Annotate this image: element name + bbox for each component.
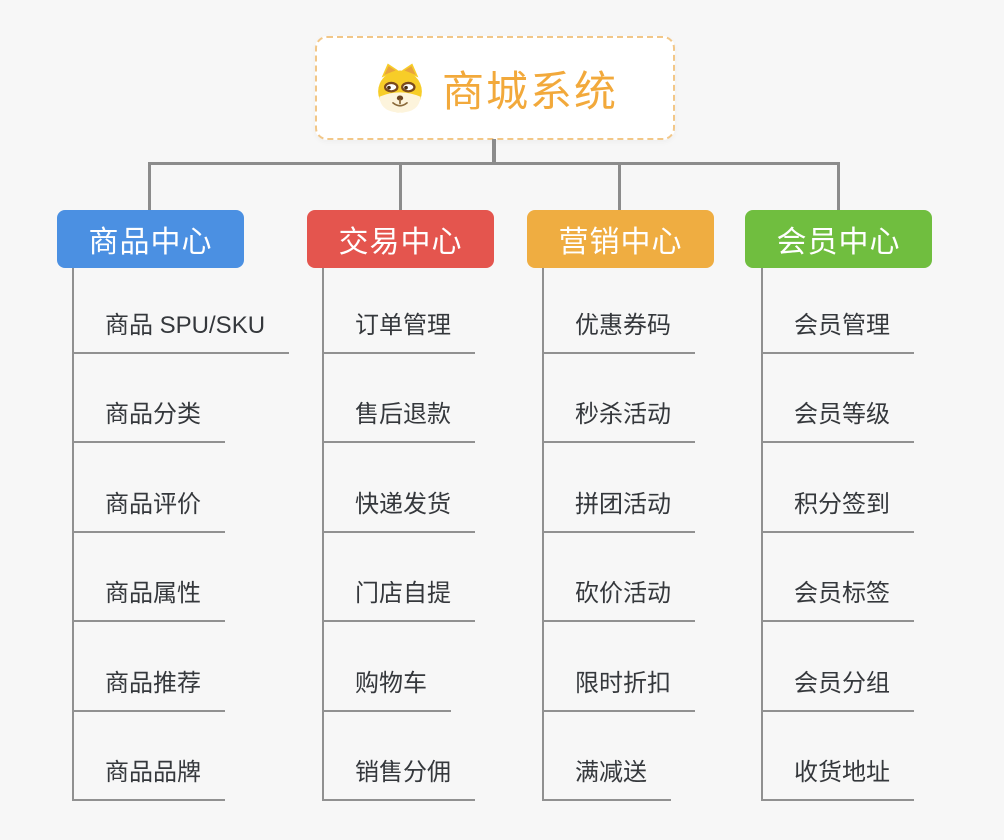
branch-node-member[interactable]: 会员中心 [745,210,932,268]
branch-node-marketing[interactable]: 营销中心 [527,210,714,268]
column-spine-4 [761,268,763,799]
branch-drop-line-2 [399,162,402,211]
leaf-node[interactable]: 限时折扣 [542,667,695,712]
leaf-node[interactable]: 商品推荐 [72,667,225,712]
branch-drop-line-3 [618,162,621,211]
branch-label: 商品中心 [88,226,213,259]
leaf-node[interactable]: 满减送 [542,756,671,801]
branch-node-trade[interactable]: 交易中心 [307,210,494,268]
branch-drop-line-1 [148,162,151,211]
root-title: 商城系统 [441,67,618,115]
leaf-node[interactable]: 商品属性 [72,577,225,622]
leaf-node[interactable]: 拼团活动 [542,488,695,533]
leaf-node[interactable]: 秒杀活动 [542,398,695,443]
branch-label: 交易中心 [338,226,463,259]
column-spine-2 [322,268,324,799]
column-spine-3 [542,268,544,799]
branch-label: 营销中心 [558,226,683,259]
leaf-node[interactable]: 销售分佣 [322,756,475,801]
leaf-node[interactable]: 优惠券码 [542,309,695,354]
leaf-node[interactable]: 会员分组 [761,667,914,712]
leaf-node[interactable]: 购物车 [322,667,451,712]
branch-drop-line-4 [837,162,840,211]
root-node[interactable]: 商城系统 [315,36,675,140]
leaf-node[interactable]: 会员等级 [761,398,914,443]
leaf-node[interactable]: 商品评价 [72,488,225,533]
branch-node-product[interactable]: 商品中心 [57,210,244,268]
leaf-node[interactable]: 商品分类 [72,398,225,443]
leaf-node[interactable]: 商品品牌 [72,756,225,801]
leaf-node[interactable]: 订单管理 [322,309,475,354]
leaf-node[interactable]: 商品 SPU/SKU [72,309,290,354]
leaf-node[interactable]: 门店自提 [322,577,475,622]
leaf-node[interactable]: 砍价活动 [542,577,695,622]
column-spine-1 [72,268,74,799]
branch-label: 会员中心 [776,226,901,259]
branch-bus-line [148,162,840,165]
leaf-node[interactable]: 积分签到 [761,488,914,533]
leaf-node[interactable]: 会员管理 [761,309,914,354]
leaf-node[interactable]: 售后退款 [322,398,475,443]
leaf-node[interactable]: 收货地址 [761,756,914,801]
leaf-node[interactable]: 快递发货 [322,488,475,533]
root-stub-line [492,139,496,165]
leaf-node[interactable]: 会员标签 [761,577,914,622]
doge-face-icon [378,63,422,113]
